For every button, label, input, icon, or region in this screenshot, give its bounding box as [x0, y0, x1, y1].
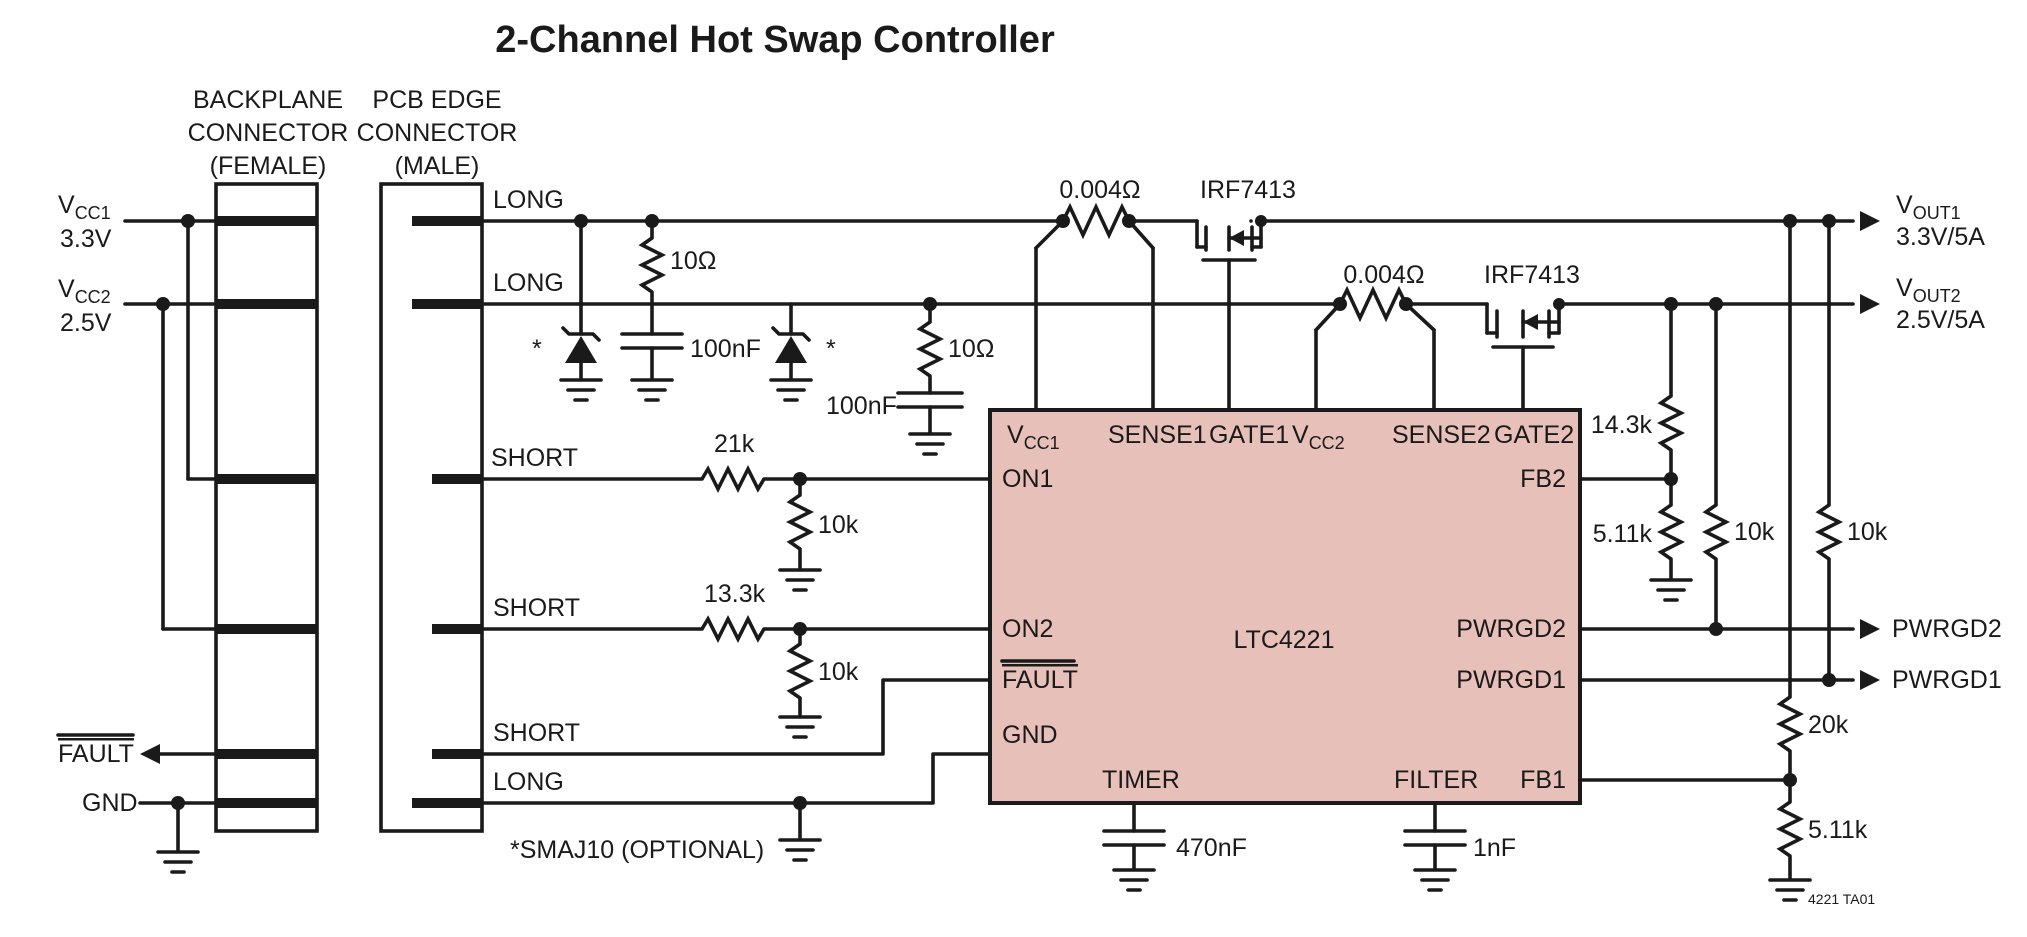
- svg-text:VCC2: VCC2: [58, 275, 111, 307]
- filter-cap-label: 1nF: [1473, 834, 1516, 862]
- svg-text:TIMER: TIMER: [1102, 766, 1180, 794]
- svg-text:VCC2: VCC2: [1292, 421, 1345, 453]
- svg-text:3.3V: 3.3V: [60, 225, 112, 253]
- svg-text:GND: GND: [1002, 721, 1058, 749]
- pin-short-1: SHORT: [491, 444, 578, 472]
- svg-text:GATE1: GATE1: [1209, 421, 1289, 449]
- vcc1-input-label: VCC1 3.3V: [58, 191, 112, 253]
- svg-text:3.3V/5A: 3.3V/5A: [1896, 223, 1985, 251]
- ltc4221-chip: [988, 408, 1582, 805]
- sense1-resistor-label: 0.004Ω: [1059, 176, 1140, 204]
- timer-cap-label: 470nF: [1176, 834, 1247, 862]
- on1-r-top-label: 21k: [714, 430, 755, 458]
- svg-text:SENSE2: SENSE2: [1392, 421, 1491, 449]
- pcb-edge-connector: [379, 182, 484, 833]
- pwrgd2-output-label: PWRGD2: [1892, 615, 2002, 643]
- svg-text:VOUT2: VOUT2: [1896, 274, 1961, 306]
- svg-text:PWRGD2: PWRGD2: [1456, 615, 1566, 643]
- pwrgd1-output-label: PWRGD1: [1892, 666, 2002, 694]
- svg-text:VOUT1: VOUT1: [1896, 191, 1961, 223]
- on2-r-top-label: 13.3k: [704, 580, 766, 608]
- svg-text:PWRGD1: PWRGD1: [1456, 666, 1566, 694]
- fb2-r-bot-label: 5.11k: [1593, 520, 1653, 548]
- svg-text:*: *: [532, 335, 542, 363]
- fet2-label: IRF7413: [1484, 261, 1580, 289]
- svg-text:*: *: [826, 335, 836, 363]
- backplane-connector: [214, 182, 319, 833]
- mosfet-1: [1195, 219, 1263, 412]
- footnote: 4221 TA01: [1808, 891, 1875, 907]
- pin-long-1: LONG: [493, 186, 564, 214]
- pin-short-3: SHORT: [493, 719, 580, 747]
- fb1-divider: [1578, 219, 1805, 880]
- snubber-2: [896, 302, 964, 434]
- vcc2-input-label: VCC2 2.5V: [58, 275, 112, 337]
- fb1-r-top-label: 20k: [1808, 711, 1849, 739]
- on1-divider: [480, 464, 992, 570]
- svg-text:VCC1: VCC1: [1007, 421, 1060, 453]
- vout1-label: VOUT1 3.3V/5A: [1896, 191, 1985, 251]
- mosfet-2: [1485, 302, 1561, 412]
- tvs-diode-1: [561, 219, 601, 380]
- svg-text:BACKPLANE: BACKPLANE: [193, 86, 343, 114]
- svg-text:CONNECTOR: CONNECTOR: [188, 119, 349, 147]
- pwrgd2-pullup: [1578, 302, 1880, 639]
- pwrgd2-r-label: 10k: [1734, 518, 1775, 546]
- svg-text:FAULT: FAULT: [1002, 666, 1078, 694]
- tvs-diode-2: [771, 302, 811, 380]
- svg-text:(FEMALE): (FEMALE): [210, 152, 327, 180]
- svg-text:VCC1: VCC1: [58, 191, 111, 223]
- fault-and-gnd-traces: [480, 678, 992, 840]
- edge-fault-label: FAULT: [58, 740, 134, 768]
- vout2-label: VOUT2 2.5V/5A: [1896, 274, 1985, 334]
- svg-text:(MALE): (MALE): [395, 152, 480, 180]
- chip-pin-labels: VCC1 SENSE1 GATE1 VCC2 SENSE2 GATE2 ON1 …: [1000, 421, 1574, 794]
- snubber-1: [620, 219, 684, 380]
- pcb-edge-connector-label: PCB EDGE CONNECTOR (MALE): [357, 86, 518, 180]
- svg-text:CONNECTOR: CONNECTOR: [357, 119, 518, 147]
- svg-text:PCB EDGE: PCB EDGE: [372, 86, 501, 114]
- svg-text:FILTER: FILTER: [1394, 766, 1478, 794]
- pwrgd1-pullup: [1578, 219, 1880, 690]
- fb2-r-top-label: 14.3k: [1591, 411, 1653, 439]
- svg-text:GATE2: GATE2: [1494, 421, 1574, 449]
- svg-text:SENSE1: SENSE1: [1108, 421, 1207, 449]
- pwrgd1-r-label: 10k: [1847, 518, 1888, 546]
- timer-capacitor: [1102, 801, 1166, 870]
- svg-text:FB2: FB2: [1520, 465, 1566, 493]
- backplane-contacts: [216, 216, 317, 808]
- backplane-connector-label: BACKPLANE CONNECTOR (FEMALE): [188, 86, 349, 180]
- on2-divider: [480, 614, 992, 717]
- snubber1-cap-label: 100nF: [690, 335, 761, 363]
- svg-text:ON2: ON2: [1002, 615, 1053, 643]
- snubber1-resistor-label: 10Ω: [670, 247, 717, 275]
- diagram-title: 2-Channel Hot Swap Controller: [495, 19, 1055, 61]
- fb2-divider: [1578, 302, 1686, 580]
- pin-short-2: SHORT: [493, 594, 580, 622]
- pcb-edge-contacts: [412, 216, 482, 808]
- tvs-note: *SMAJ10 (OPTIONAL): [510, 836, 764, 864]
- chip-name: LTC4221: [1234, 626, 1335, 654]
- edge-gnd-label: GND: [82, 789, 138, 817]
- pin-long-2: LONG: [493, 269, 564, 297]
- snubber2-cap-label: 100nF: [826, 392, 897, 420]
- snubber2-resistor-label: 10Ω: [948, 335, 995, 363]
- fb1-r-bot-label: 5.11k: [1808, 816, 1868, 844]
- pin-long-3: LONG: [493, 768, 564, 796]
- on1-r-bot-label: 10k: [818, 511, 859, 539]
- svg-text:FB1: FB1: [1520, 766, 1566, 794]
- svg-text:2.5V: 2.5V: [60, 309, 112, 337]
- fet1-label: IRF7413: [1200, 176, 1296, 204]
- sense2-resistor-label: 0.004Ω: [1343, 261, 1424, 289]
- svg-text:ON1: ON1: [1002, 465, 1053, 493]
- svg-text:2.5V/5A: 2.5V/5A: [1896, 306, 1985, 334]
- vcc2-rail: [480, 285, 1880, 412]
- on2-r-bot-label: 10k: [818, 658, 859, 686]
- left-wiring: [123, 219, 218, 852]
- filter-capacitor: [1403, 801, 1467, 870]
